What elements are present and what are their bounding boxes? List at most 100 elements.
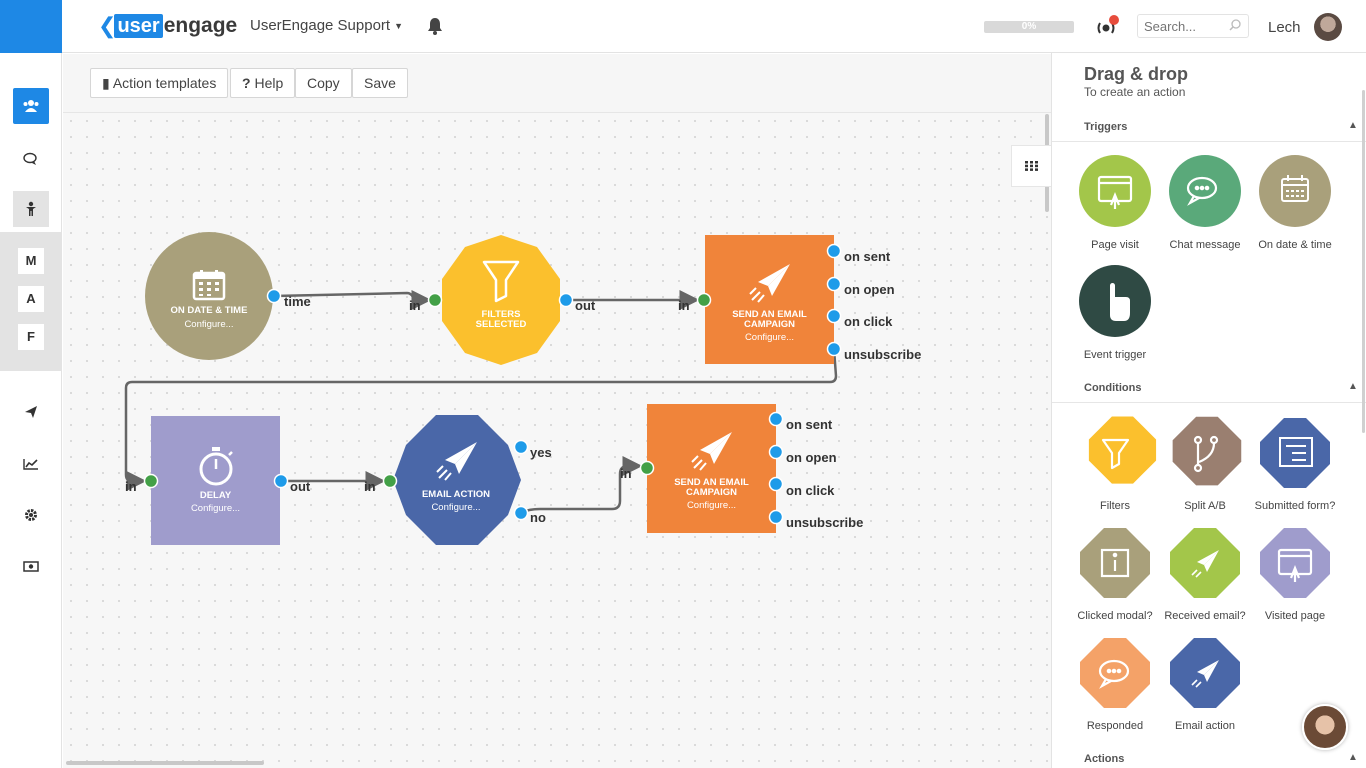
chevron-down-icon: ▼: [394, 21, 404, 32]
connector-email1-delay[interactable]: [124, 348, 838, 491]
logo[interactable]: ❮ user engage: [98, 12, 237, 40]
search-icon[interactable]: [1229, 19, 1241, 31]
port-label-unsubscribe-1: unsubscribe: [844, 347, 922, 362]
condition-label-filters: Filters: [1100, 500, 1130, 512]
notification-badge: [1109, 15, 1119, 25]
trigger-page-visit[interactable]: [1079, 155, 1151, 227]
sidebar-item-f[interactable]: F: [18, 324, 44, 350]
money-icon[interactable]: [13, 548, 49, 584]
port-no[interactable]: [513, 505, 529, 521]
port-label-in-email-action: in: [364, 479, 376, 494]
port-label-on-open-1: on open: [844, 282, 895, 297]
chevron-up-icon[interactable]: ▲: [1348, 120, 1358, 131]
connector-time-filters[interactable]: [273, 290, 432, 310]
copy-button[interactable]: Copy: [295, 68, 352, 98]
save-button[interactable]: Save: [352, 68, 408, 98]
panel-scrollbar[interactable]: [1362, 90, 1365, 433]
sidebar-item-a[interactable]: A: [18, 286, 44, 312]
section-actions[interactable]: Actions ▲: [1052, 744, 1366, 768]
port-in-filters[interactable]: [427, 292, 443, 308]
node-filters[interactable]: [442, 235, 560, 365]
page-visit-icon: [1277, 548, 1313, 582]
funnel-icon: [1101, 438, 1130, 470]
port-label-in-filters: in: [409, 298, 421, 313]
action-templates-button[interactable]: ▮ Action templates: [90, 68, 229, 98]
port-label-unsubscribe-2: unsubscribe: [786, 515, 864, 530]
avatar[interactable]: [1314, 13, 1342, 41]
trigger-label-chat-message: Chat message: [1169, 239, 1241, 251]
node-title-email1: SEND AN EMAIL CAMPAIGN: [732, 309, 807, 330]
sidebar-item-m[interactable]: M: [18, 248, 44, 274]
chart-icon[interactable]: [13, 446, 49, 482]
port-on-open-email2[interactable]: [768, 444, 784, 460]
condition-visited-page[interactable]: [1260, 528, 1330, 598]
calendar-icon: [1281, 175, 1309, 202]
port-yes[interactable]: [513, 439, 529, 455]
gear-icon[interactable]: [13, 497, 49, 533]
canvas-horizontal-scrollbar[interactable]: [66, 761, 264, 765]
section-conditions[interactable]: Conditions ▲: [1052, 373, 1366, 403]
connector-no-email2[interactable]: [520, 456, 643, 515]
port-out-filters[interactable]: [558, 292, 574, 308]
grid-toggle-button[interactable]: [1011, 145, 1051, 187]
condition-label-submitted-form: Submitted form?: [1254, 500, 1336, 512]
section-title-actions: Actions: [1084, 753, 1125, 765]
port-in-delay[interactable]: [143, 473, 159, 489]
condition-icons: [1080, 416, 1330, 708]
node-send-email-campaign-2[interactable]: [647, 404, 776, 533]
send-icon[interactable]: [13, 394, 49, 430]
node-title-email-action: EMAIL ACTION: [421, 489, 491, 500]
condition-split-ab[interactable]: [1172, 416, 1242, 486]
port-out-time[interactable]: [266, 288, 282, 304]
node-title-email2: SEND AN EMAIL CAMPAIGN: [674, 477, 749, 498]
port-unsubscribe-email1[interactable]: [826, 341, 842, 357]
paper-plane-icon: [1191, 550, 1219, 578]
port-unsubscribe-email2[interactable]: [768, 509, 784, 525]
support-chat-avatar[interactable]: [1302, 704, 1348, 750]
port-on-open-email1[interactable]: [826, 276, 842, 292]
chat-bubbles-icon: [1098, 659, 1130, 689]
bell-icon[interactable]: [427, 17, 443, 35]
node-send-email-campaign-1[interactable]: [705, 235, 834, 364]
section-title-triggers: Triggers: [1084, 121, 1128, 133]
chat-icon[interactable]: [13, 141, 49, 177]
condition-label-received-email: Received email?: [1164, 610, 1246, 622]
port-on-sent-email2[interactable]: [768, 411, 784, 427]
left-sidebar: M A F: [0, 53, 62, 768]
help-button[interactable]: ? Help: [230, 68, 296, 98]
port-in-email1[interactable]: [696, 292, 712, 308]
trigger-on-date-time[interactable]: [1259, 155, 1331, 227]
port-label-yes: yes: [530, 445, 552, 460]
port-in-email2[interactable]: [639, 460, 655, 476]
port-on-click-email1[interactable]: [826, 308, 842, 324]
port-on-click-email2[interactable]: [768, 476, 784, 492]
trigger-label-page-visit: Page visit: [1091, 239, 1139, 251]
menu-toggle[interactable]: [0, 0, 62, 53]
logo-text-user: user: [114, 14, 163, 38]
workspace-name: UserEngage Support: [250, 17, 391, 34]
user-name[interactable]: Lech: [1268, 19, 1301, 36]
chevron-up-icon[interactable]: ▲: [1348, 752, 1358, 763]
port-label-out-delay: out: [290, 479, 311, 494]
panel-subtitle: To create an action: [1084, 85, 1186, 99]
chevron-up-icon[interactable]: ▲: [1348, 381, 1358, 392]
users-icon[interactable]: [13, 88, 49, 124]
port-on-sent-email1[interactable]: [826, 243, 842, 259]
node-email-action[interactable]: [393, 415, 521, 545]
sidebar-letter-group: M A F: [0, 232, 62, 371]
search-input[interactable]: [1137, 14, 1249, 38]
port-label-in-email1: in: [678, 298, 690, 313]
trigger-chat-message[interactable]: [1169, 155, 1241, 227]
condition-label-visited-page: Visited page: [1264, 610, 1326, 622]
section-triggers[interactable]: Triggers ▲: [1052, 112, 1366, 142]
person-icon[interactable]: [13, 191, 49, 227]
condition-filters[interactable]: [1088, 416, 1157, 484]
funnel-icon: [482, 260, 520, 303]
workspace-dropdown[interactable]: UserEngage Support▼: [250, 17, 403, 34]
node-title-date: ON DATE & TIME: [170, 305, 248, 316]
node-delay[interactable]: [151, 416, 280, 545]
port-in-email-action[interactable]: [382, 473, 398, 489]
paper-plane-icon: [436, 442, 477, 481]
node-title-filters: FILTERS SELECTED: [475, 309, 527, 330]
port-out-delay[interactable]: [273, 473, 289, 489]
